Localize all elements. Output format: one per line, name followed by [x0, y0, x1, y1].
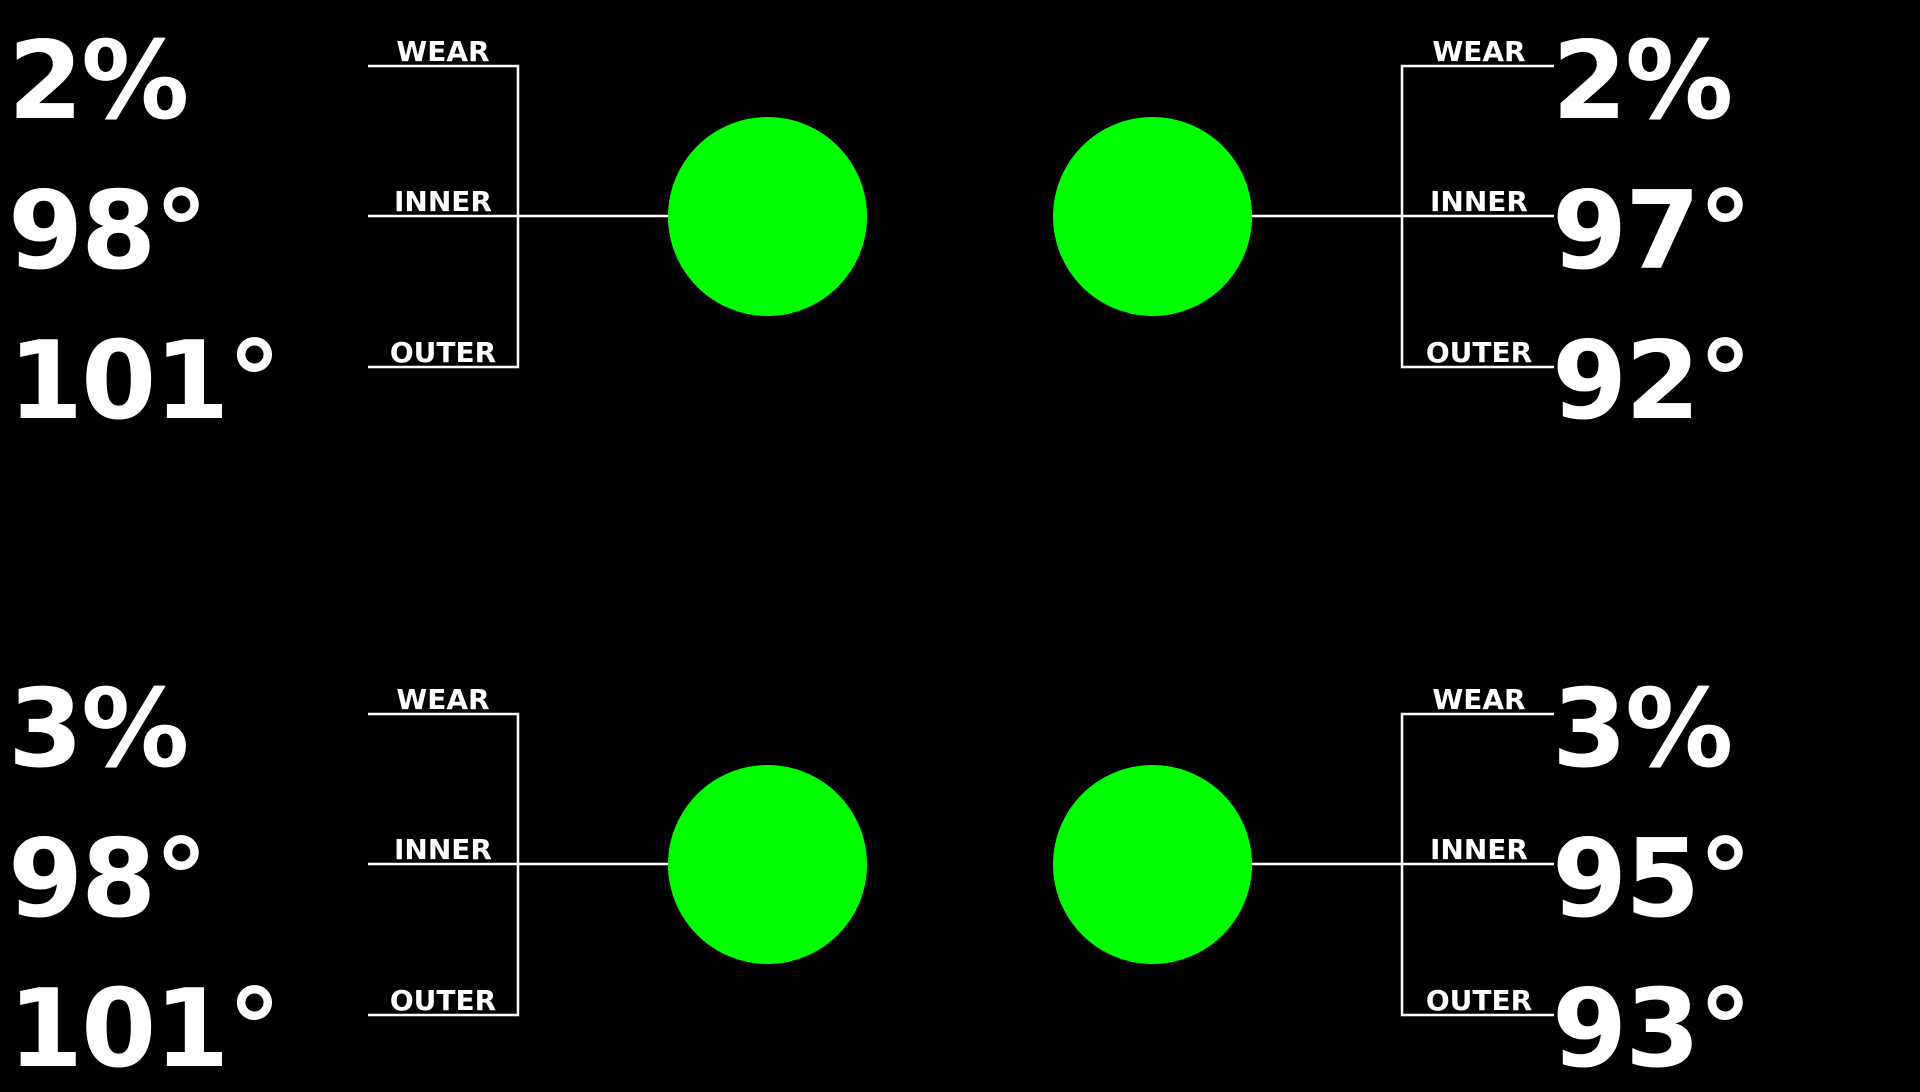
front-right-outer-value: 92°	[1552, 319, 1752, 444]
rear-left-inner-label: INNER	[394, 833, 492, 866]
front-right-outer-label: OUTER	[1425, 336, 1533, 369]
front-left-tire	[668, 117, 867, 316]
front-left-inner-label: INNER	[394, 185, 492, 218]
rear-left-outer-label: OUTER	[389, 984, 497, 1017]
front-left-outer-value: 101°	[8, 319, 281, 444]
front-left-wear-value: 2%	[8, 19, 189, 144]
front-left-wear-label: WEAR	[396, 35, 490, 68]
rear-left-wear-value: 3%	[8, 667, 189, 792]
rear-left-inner-value: 98°	[8, 817, 208, 942]
rear-left-outer-value: 101°	[8, 967, 281, 1092]
rear-right-inner-label: INNER	[1430, 833, 1528, 866]
front-right-inner-label: INNER	[1430, 185, 1528, 218]
rear-right-inner-value: 95°	[1552, 817, 1752, 942]
front-left-inner-value: 98°	[8, 169, 208, 294]
front-left-outer-label: OUTER	[389, 336, 497, 369]
rear-right-wear-value: 3%	[1552, 667, 1733, 792]
rear-right-outer-label: OUTER	[1425, 984, 1533, 1017]
front-right-wear-value: 2%	[1552, 19, 1733, 144]
rear-right-wear-label: WEAR	[1432, 683, 1526, 716]
rear-left-tire	[668, 765, 867, 964]
rear-left-wear-label: WEAR	[396, 683, 490, 716]
front-right-tire	[1053, 117, 1252, 316]
rear-right-tire	[1053, 765, 1252, 964]
rear-right-outer-value: 93°	[1552, 967, 1752, 1092]
front-right-wear-label: WEAR	[1432, 35, 1526, 68]
front-right-inner-value: 97°	[1552, 169, 1752, 294]
